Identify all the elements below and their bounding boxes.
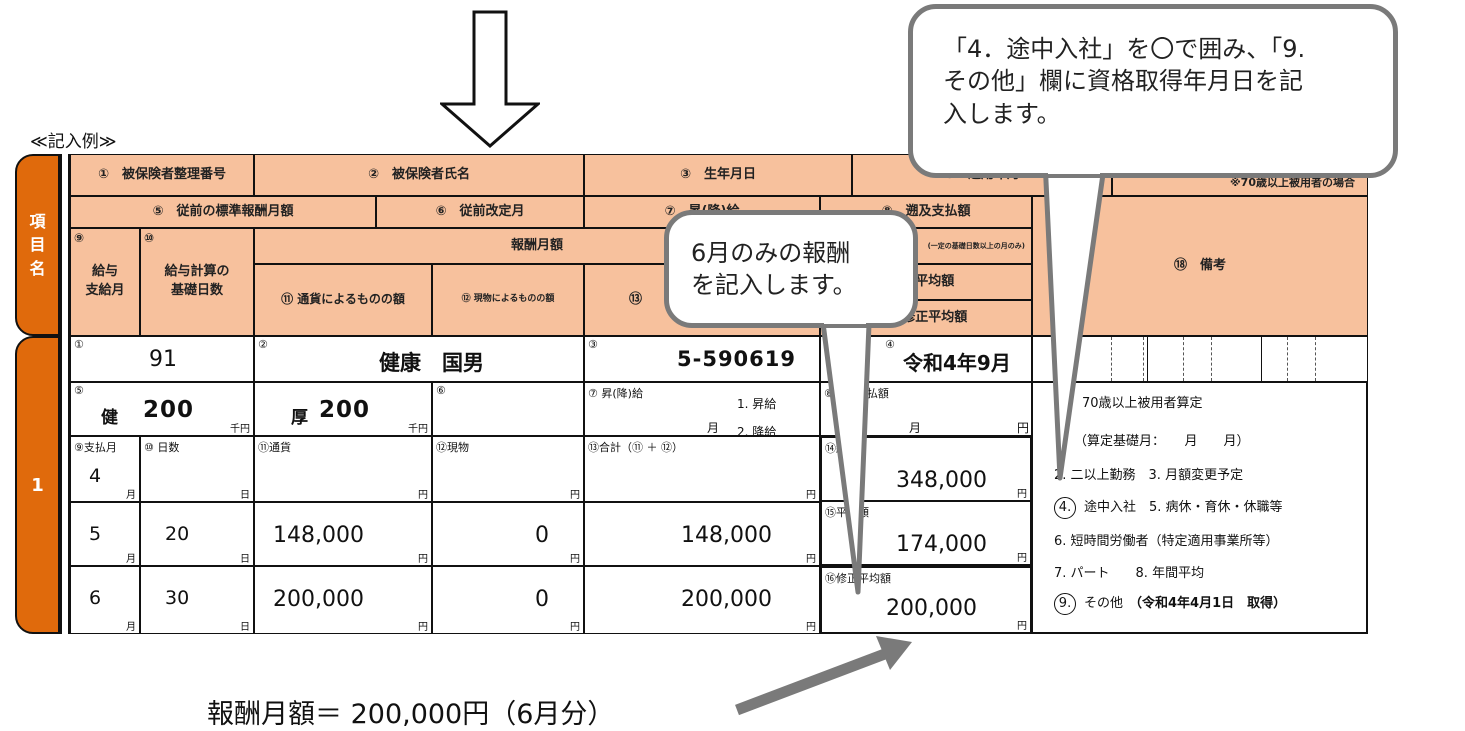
birth-date-cell: ③ 5-590619 (584, 336, 820, 382)
pay-value: 200,000 (273, 587, 364, 612)
unit-label: 円 (570, 554, 580, 565)
side-row-number: 1 (15, 336, 60, 634)
raise-cell: ⑦ 昇(降)給 1. 昇給 2. 降給 月 (584, 382, 820, 436)
unit-label: 月 (126, 622, 136, 633)
pay-row-2-cash: 148,000 円 (254, 502, 432, 566)
unit-label: 円 (806, 490, 816, 501)
header-insured-name: ② 被保険者氏名 (254, 154, 584, 196)
prev-standard-pension-cell: 厚 200 千円 (254, 382, 432, 436)
prev-standard-health-cell: ⑤ 健 200 千円 (70, 382, 254, 436)
pay-value: 200,000 (681, 587, 772, 612)
pay-row-1-month: ⑨支払月 4 月 (70, 436, 140, 502)
unit-label: 月 (126, 554, 136, 565)
header-prev-standard: ⑤ 従前の標準報酬月額 (70, 196, 376, 228)
pay-value: 20 (165, 523, 190, 545)
pay-row-1-days: ⑩ 日数日 (140, 436, 254, 502)
pay-row-1-cash: ⑪通貨円 (254, 436, 432, 502)
header-insured-number: ① 被保険者整理番号 (70, 154, 254, 196)
unit-label: 円 (570, 490, 580, 501)
pay-value: 0 (535, 587, 549, 612)
remarks-body: 70歳以上被用者算定 （算定基礎月： 月 月） 2. 二以上勤務 3. 月額変更… (1034, 384, 1364, 632)
pay-value: 6 (89, 587, 102, 609)
unit-label: 円 (806, 554, 816, 565)
pay-value: 148,000 (681, 523, 772, 548)
pay-value: 148,000 (273, 523, 364, 548)
remarks-line-5: 6. 短時間労働者（特定適用事業所等） (1054, 534, 1279, 549)
unit-label: 日 (240, 622, 250, 633)
pay-header-total: ⑬合計（⑪ ＋ ⑫） (588, 441, 683, 454)
unit-label: 日 (240, 554, 250, 565)
callout-middle: 6月のみの報酬 を記入します。 (664, 210, 918, 328)
unit-label: 円 (418, 490, 428, 501)
example-label: ≪記入例≫ (30, 132, 117, 152)
bottom-formula: 報酬月額＝ 200,000円（6月分） (207, 699, 615, 730)
remarks-checkboxes (1032, 336, 1368, 382)
pay-row-3-cash: 200,000 円 (254, 566, 432, 634)
remarks-line-2: （算定基礎月： 月 月） (1074, 434, 1250, 449)
prev-revision-cell: ⑥ (432, 382, 584, 436)
pay-header-days: ⑩ 日数 (144, 441, 180, 454)
unit-label: 円 (418, 622, 428, 633)
pay-value: 0 (535, 523, 549, 548)
remarks-line-7: 9.その他（令和4年4月1日 取得） (1054, 592, 1286, 615)
unit-label: 日 (240, 490, 250, 501)
pay-value: 5 (89, 523, 102, 545)
pay-value: 30 (165, 587, 190, 609)
header-birth-date: ③ 生年月日 (584, 154, 852, 196)
pay-row-1-goods: ⑫現物円 (432, 436, 584, 502)
remarks-line-1: 70歳以上被用者算定 (1082, 396, 1203, 411)
unit-label: 円 (806, 622, 816, 633)
unit-label: 円 (418, 554, 428, 565)
pay-row-3-total: 200,000 円 (584, 566, 820, 634)
remarks-line-6: 7. パート 8. 年間平均 (1054, 566, 1205, 581)
unit-label: 月 (126, 490, 136, 501)
remarks-line-4: 4.途中入社 5. 病休・育休・休職等 (1054, 496, 1283, 519)
side-header-label: 項 目 名 (15, 154, 60, 336)
header-goods-amount: ⑫ 現物によるものの額 (432, 264, 584, 336)
pay-header-goods: ⑫現物 (436, 441, 469, 454)
remarks-line-3: 2. 二以上勤務 3. 月額変更予定 (1054, 468, 1244, 483)
header-prev-revision: ⑥ 従前改定月 (376, 196, 584, 228)
callout-top: 「4．途中入社」を〇で囲み、「9. その他」欄に資格取得年月日を記 入します。 (908, 4, 1398, 178)
insured-number-cell: ① 91 (70, 336, 254, 382)
down-arrow-icon (440, 10, 540, 148)
insured-name-cell: ② 健康 国男 (254, 336, 584, 382)
pay-header-cash: ⑪通貨 (258, 441, 291, 454)
pay-value: 4 (89, 465, 102, 487)
pay-row-3-days: 30 日 (140, 566, 254, 634)
header-cash-amount: ⑪ 通貨によるものの額 (254, 264, 432, 336)
circled-option-4: 4. (1054, 497, 1076, 519)
pay-row-2-total: 148,000 円 (584, 502, 820, 566)
pay-row-2-days: 20 日 (140, 502, 254, 566)
pay-row-1-total: ⑬合計（⑪ ＋ ⑫） 円 (584, 436, 820, 502)
unit-label: 円 (570, 622, 580, 633)
pay-header-month: ⑨支払月 (74, 441, 117, 454)
circled-option-9: 9. (1054, 593, 1076, 615)
